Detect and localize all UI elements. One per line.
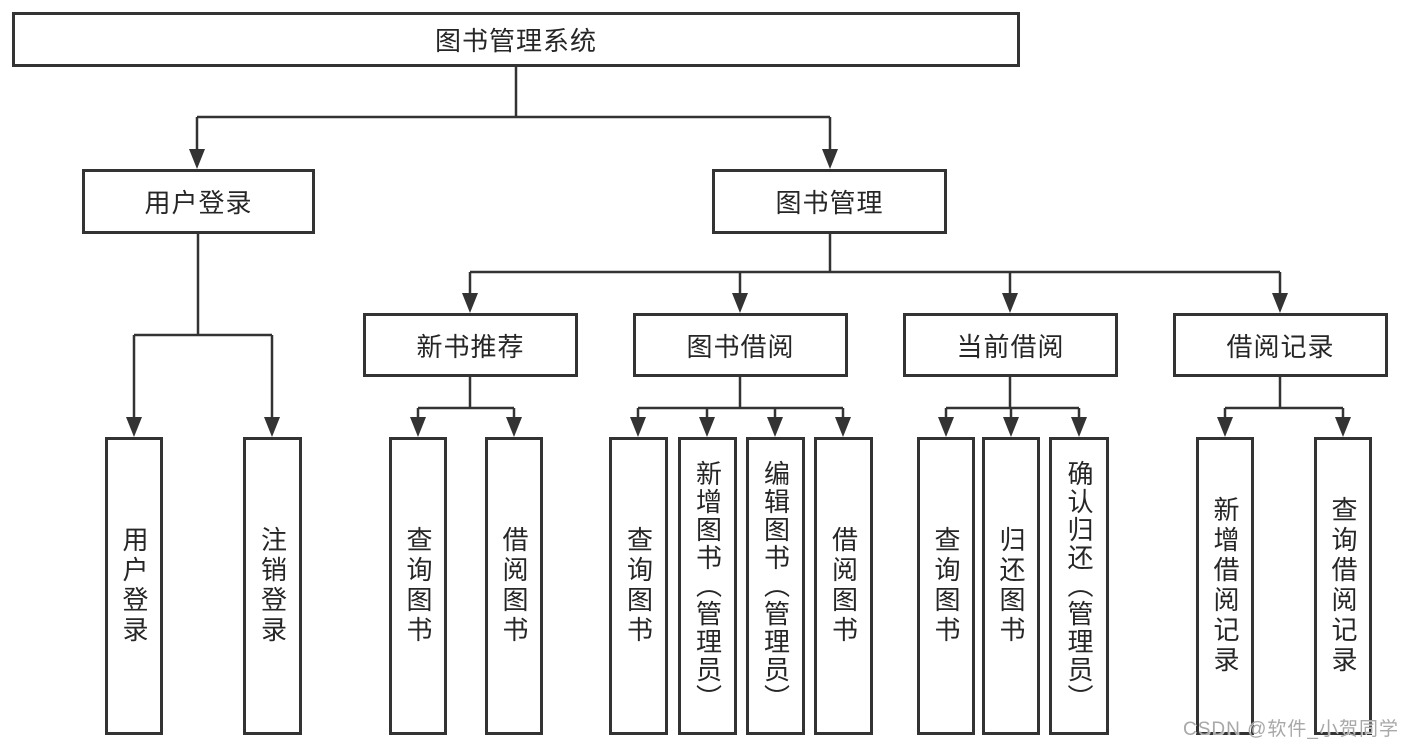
leaf-query-borrow-record: 查询借阅记录: [1314, 437, 1372, 735]
node-current-borrowing: 当前借阅: [903, 313, 1118, 377]
node-book-borrowing: 图书借阅: [633, 313, 848, 377]
leaf-label: 确认归还（管理员）: [1064, 460, 1094, 712]
node-library-management-system: 图书管理系统: [12, 12, 1020, 67]
leaf-return-books: 归还图书: [982, 437, 1040, 735]
leaf-query-books-recommend: 查询图书: [389, 437, 447, 735]
leaf-borrow-books-borrowing: 借阅图书: [814, 437, 873, 735]
leaf-label: 归还图书: [996, 526, 1026, 646]
leaf-label: 借阅图书: [828, 526, 859, 646]
node-borrowing-records: 借阅记录: [1173, 313, 1388, 377]
leaf-query-books-borrowing: 查询图书: [609, 437, 668, 735]
leaf-add-books-admin: 新增图书（管理员）: [678, 437, 737, 735]
leaf-label: 注销登录: [257, 526, 288, 646]
node-new-book-recommendation: 新书推荐: [363, 313, 578, 377]
leaf-label: 用户登录: [119, 526, 149, 646]
leaf-edit-books-admin: 编辑图书（管理员）: [746, 437, 805, 735]
leaf-logout: 注销登录: [243, 437, 302, 735]
node-user-login: 用户登录: [82, 169, 315, 234]
leaf-label: 新增图书（管理员）: [692, 460, 723, 712]
leaf-label: 查询借阅记录: [1328, 496, 1358, 676]
csdn-watermark: CSDN @软件_小贺同学: [1183, 719, 1399, 740]
leaf-borrow-books-recommend: 借阅图书: [485, 437, 543, 735]
leaf-label: 查询图书: [403, 526, 433, 646]
leaf-add-borrow-record: 新增借阅记录: [1196, 437, 1254, 735]
leaf-label: 编辑图书（管理员）: [760, 460, 791, 712]
leaf-user-login: 用户登录: [105, 437, 163, 735]
leaf-label: 借阅图书: [499, 526, 529, 646]
leaf-label: 新增借阅记录: [1210, 496, 1240, 676]
leaf-query-books-current: 查询图书: [917, 437, 975, 735]
leaf-confirm-return-admin: 确认归还（管理员）: [1049, 437, 1109, 735]
leaf-label: 查询图书: [931, 526, 961, 646]
leaf-label: 查询图书: [623, 526, 654, 646]
node-book-management: 图书管理: [712, 169, 947, 234]
